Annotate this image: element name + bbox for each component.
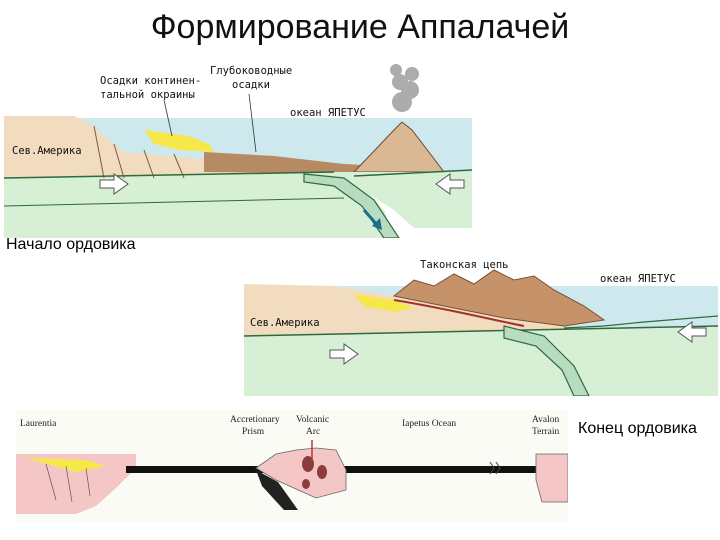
label-iapetus-ocean-2: океан ЯПЕТУС — [600, 273, 676, 285]
label-shelf-sediments: Осадки континен- — [100, 75, 201, 87]
label-avalon-2: Terrain — [532, 427, 560, 437]
label-volcanic-arc-2: Arc — [306, 427, 320, 437]
avalon-crust — [536, 454, 568, 502]
lithosphere-2 — [244, 326, 718, 396]
late-ordovician-cross-section: Таконская цепь океан ЯПЕТУС Сев.Америка — [244, 256, 718, 396]
caption-early-ordovician: Начало ордовика — [6, 236, 136, 254]
early-ordovician-cross-section: Осадки континен- тальной окраины Глубоко… — [4, 60, 472, 238]
diagram-late-ordovician: Таконская цепь океан ЯПЕТУС Сев.Америка — [244, 256, 718, 396]
label-deep-sediments: Глубоководные — [210, 65, 292, 77]
label-north-america: Сев.Америка — [12, 145, 82, 157]
label-accretionary-prism-2: Prism — [242, 427, 265, 437]
label-avalon: Avalon — [532, 415, 560, 425]
label-volcanic-arc: Volcanic — [296, 415, 329, 425]
label-iapetus-ocean-3: Iapetus Ocean — [402, 419, 456, 429]
laurentia-iapetus-cross-section: Laurentia Accretionary Prism Volcanic Ar… — [16, 410, 568, 522]
diagram-laurentia-iapetus: Laurentia Accretionary Prism Volcanic Ar… — [16, 410, 568, 522]
diagram-early-ordovician: Осадки континен- тальной окраины Глубоко… — [4, 60, 472, 238]
label-taconic-chain: Таконская цепь — [420, 259, 509, 271]
page-title: Формирование Аппалачей — [0, 8, 720, 47]
caption-late-ordovician: Конец ордовика — [578, 420, 697, 438]
label-north-america-2: Сев.Америка — [250, 317, 320, 329]
label-shelf-sediments-2: тальной окраины — [100, 89, 195, 101]
label-laurentia: Laurentia — [20, 419, 57, 429]
label-iapetus-ocean: океан ЯПЕТУС — [290, 107, 366, 119]
label-accretionary-prism: Accretionary — [230, 415, 280, 425]
volcano-ash-plume — [390, 64, 419, 112]
label-deep-sediments-2: осадки — [232, 79, 270, 91]
